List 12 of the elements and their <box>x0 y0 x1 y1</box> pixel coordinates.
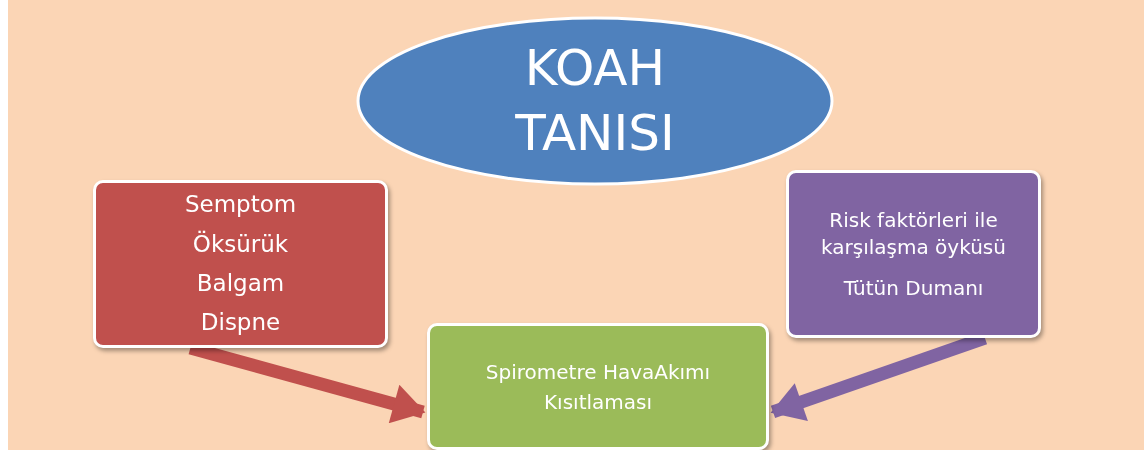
node-text: Dispne <box>200 310 281 336</box>
diagnosis-ellipse <box>355 15 835 187</box>
node-text: Semptom <box>184 192 297 218</box>
node-text: Tütün Dumanı <box>843 274 984 302</box>
spirometry-box <box>427 323 769 450</box>
node-text: Risk faktörleri ile karşılaşma öyküsü <box>820 206 1007 261</box>
node-text: Spirometre HavaAkımı Kısıtlaması <box>484 358 712 416</box>
symptom-box <box>93 180 388 348</box>
node-text: Öksürük <box>192 231 289 257</box>
title-text: KOAH TANISI <box>514 38 676 164</box>
node-text: Balgam <box>196 271 285 297</box>
risk-box <box>786 170 1041 338</box>
